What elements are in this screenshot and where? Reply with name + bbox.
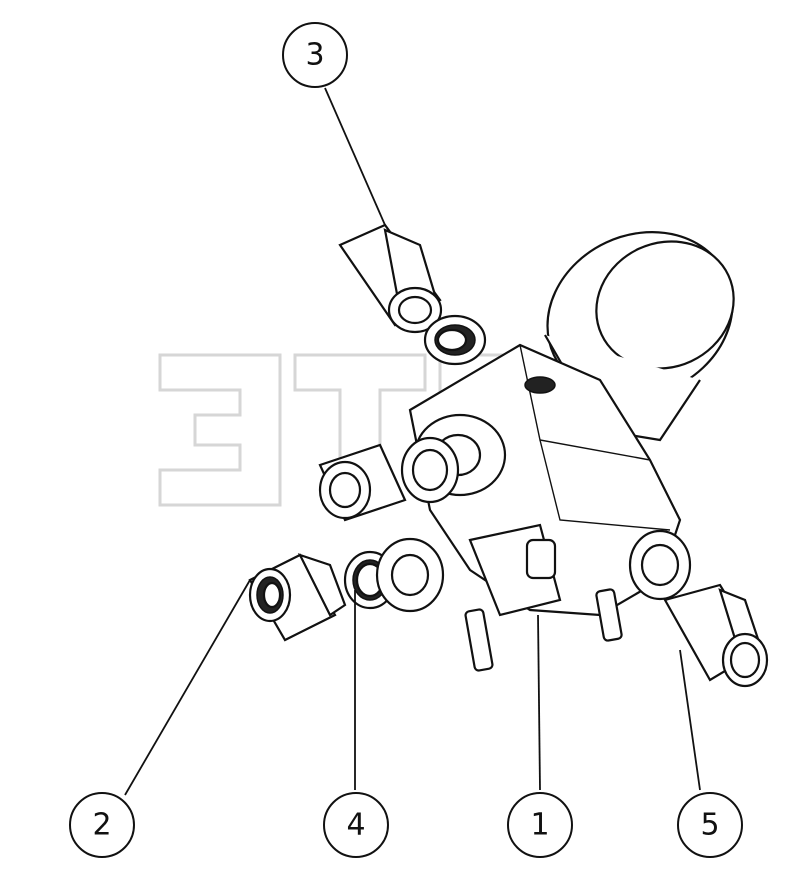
callout-3: 3 (282, 22, 348, 88)
washer-part-4 (343, 537, 445, 613)
leader-5 (679, 649, 701, 791)
leader-lines (124, 87, 701, 796)
leader-2 (124, 579, 251, 796)
callout-2-label: 2 (92, 808, 111, 843)
callout-3-label: 3 (305, 38, 324, 73)
body-left-fitting (318, 436, 460, 522)
fitting-part-5 (663, 583, 769, 688)
callout-1: 1 (507, 792, 573, 858)
leader-3 (324, 87, 386, 226)
callout-4-label: 4 (346, 808, 365, 843)
fitting-part-3 (338, 223, 487, 366)
callout-1-label: 1 (530, 808, 549, 843)
leader-1 (537, 614, 541, 791)
callout-5: 5 (677, 792, 743, 858)
callout-5-label: 5 (700, 808, 719, 843)
callout-2: 2 (69, 792, 135, 858)
fitting-part-2 (248, 553, 347, 642)
callout-4: 4 (323, 792, 389, 858)
